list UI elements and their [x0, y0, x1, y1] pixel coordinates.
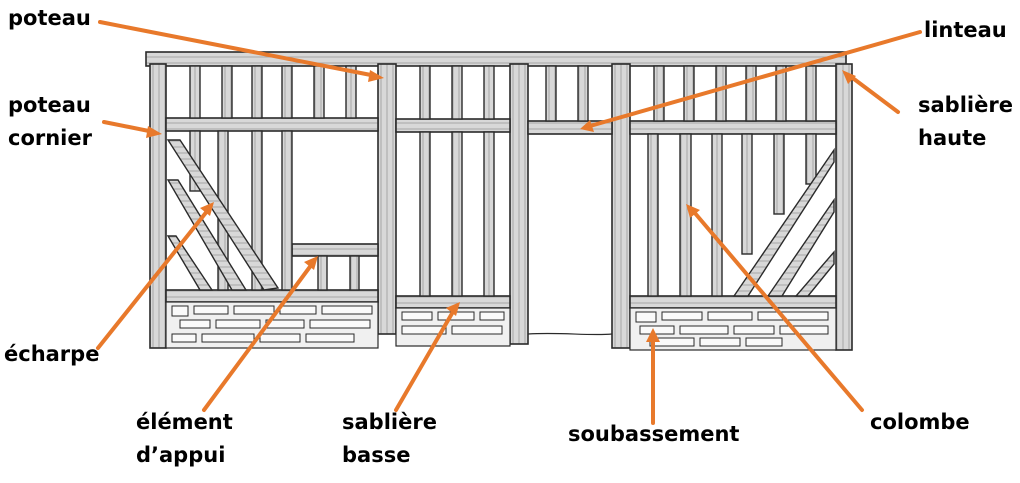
label-soubassement: soubassement: [568, 418, 739, 451]
label-text: sablière: [918, 93, 1013, 117]
corner-post-right: [835, 63, 853, 351]
label-poteau: poteau: [8, 2, 91, 35]
main-post-3: [611, 63, 631, 349]
label-text: cornier: [8, 126, 92, 150]
label-linteau: linteau: [924, 14, 1007, 47]
label-text: soubassement: [568, 422, 740, 446]
label-text: poteau: [8, 93, 91, 117]
label-echarpe: écharpe: [4, 338, 99, 371]
label-text: basse: [342, 443, 411, 467]
label-text: colombe: [870, 410, 970, 434]
label-sabliere-haute: sablière haute: [918, 89, 1013, 155]
label-poteau-cornier: poteau cornier: [8, 89, 92, 155]
braces-echarpes: [166, 139, 835, 297]
corner-post-left: [149, 63, 167, 349]
label-text: écharpe: [4, 342, 100, 366]
main-post-1: [377, 63, 397, 335]
label-colombe: colombe: [870, 406, 970, 439]
label-element-appui: élément d’appui: [136, 406, 233, 472]
callout-arrows: [96, 20, 922, 425]
label-text: élément: [136, 410, 233, 434]
label-text: poteau: [8, 6, 91, 30]
label-text: haute: [918, 126, 987, 150]
label-text: linteau: [924, 18, 1007, 42]
sabliere-haute-beam: [145, 51, 847, 67]
studs-colombes: [189, 65, 817, 297]
main-post-2: [509, 63, 529, 345]
stone-base-soubassement: [165, 301, 837, 351]
element-appui-beam: [291, 243, 379, 257]
label-sabliere-basse: sablière basse: [342, 406, 437, 472]
label-text: sablière: [342, 410, 437, 434]
label-text: d’appui: [136, 443, 226, 467]
